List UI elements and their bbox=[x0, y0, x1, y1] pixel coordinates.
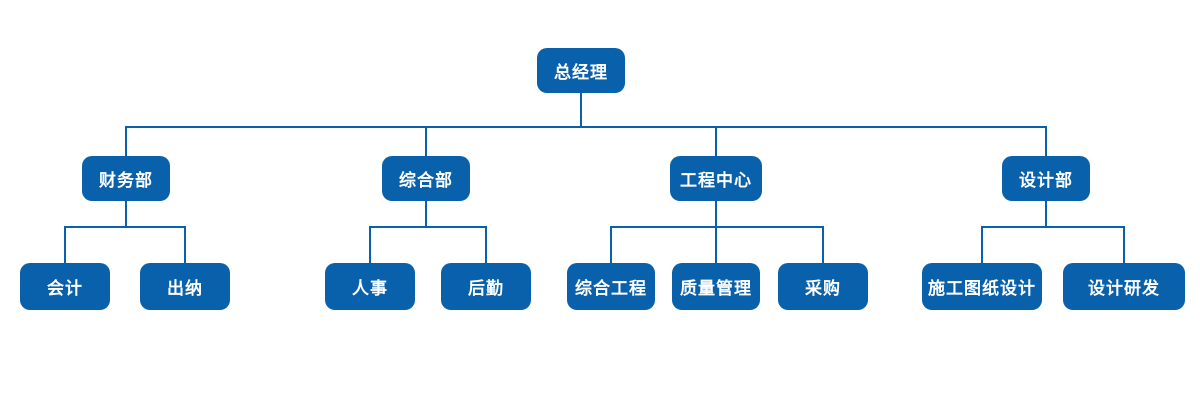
node-finance-dept: 财务部 bbox=[82, 156, 170, 201]
node-design-dept: 设计部 bbox=[1002, 156, 1090, 201]
node-general-manager: 总经理 bbox=[537, 48, 625, 93]
node-cashier: 出纳 bbox=[140, 263, 230, 310]
node-quality-management: 质量管理 bbox=[672, 263, 760, 310]
node-accounting: 会计 bbox=[20, 263, 110, 310]
node-construction-drawing-design: 施工图纸设计 bbox=[922, 263, 1042, 310]
node-design-rd: 设计研发 bbox=[1063, 263, 1185, 310]
node-engineering-center: 工程中心 bbox=[670, 156, 762, 201]
node-general-affairs-dept: 综合部 bbox=[382, 156, 470, 201]
node-general-engineering: 综合工程 bbox=[567, 263, 655, 310]
node-hr: 人事 bbox=[325, 263, 415, 310]
node-logistics: 后勤 bbox=[441, 263, 531, 310]
node-procurement: 采购 bbox=[778, 263, 868, 310]
